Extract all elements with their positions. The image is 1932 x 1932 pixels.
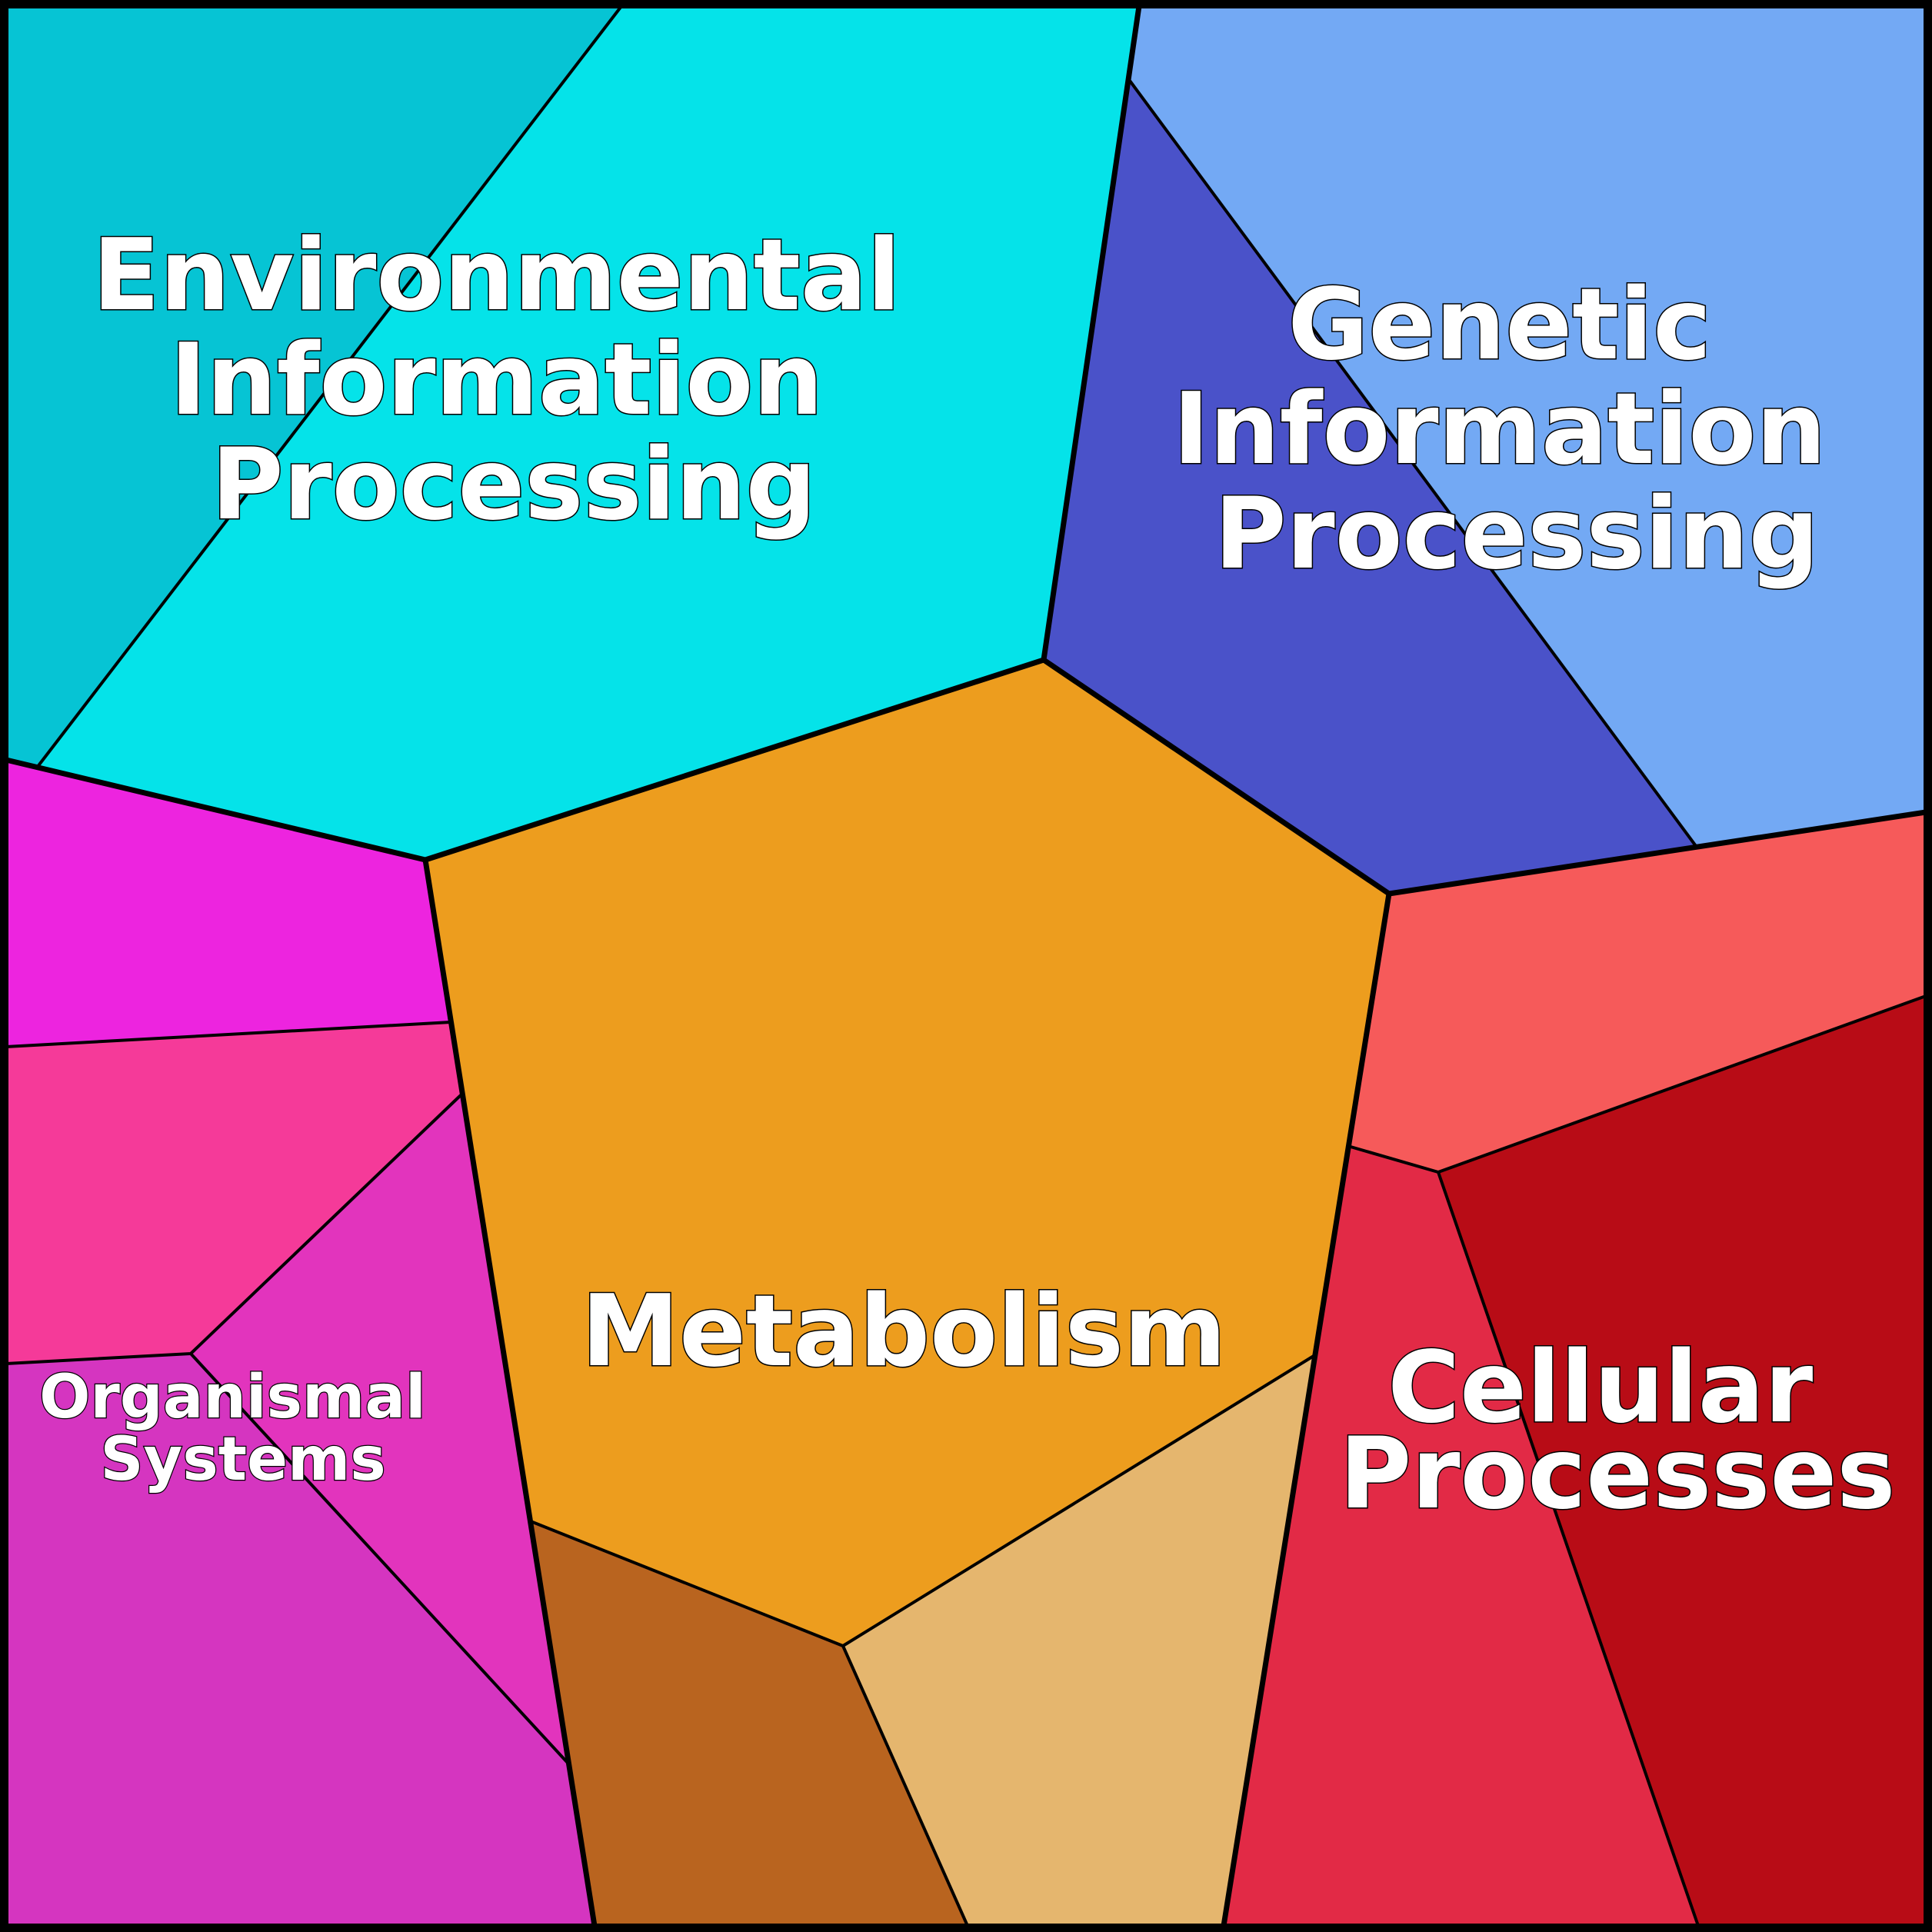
region-environmental-information-processing[interactable] [6, 6, 1139, 860]
label-organismal-systems: Organismal Systems [39, 1363, 447, 1494]
cellular-subcell-3[interactable] [1438, 996, 1926, 1926]
organismal-subcell-3[interactable] [191, 1095, 568, 1763]
organismal-subcell-4[interactable] [6, 1354, 595, 1926]
metabolism-subcell-3[interactable] [843, 1356, 1314, 1926]
region-organismal-systems[interactable] [6, 760, 595, 1926]
organismal-subcell-2[interactable] [6, 1022, 461, 1364]
subcell-borders [5, 5, 1927, 1927]
metabolism-subcell-2[interactable] [531, 1521, 968, 1926]
cellular-subcell-2[interactable] [1224, 1147, 1698, 1926]
organismal-subcell-1[interactable] [6, 760, 451, 1047]
label-metabolism: Metabolism [581, 1274, 1227, 1389]
label-environmental-information-processing: Environmental Information Processing [92, 218, 934, 542]
region-cellular-processes[interactable] [1224, 812, 1926, 1926]
region-metabolism[interactable] [425, 660, 1389, 1926]
label-cellular-processes: Cellular Processes [1340, 1331, 1896, 1531]
environmental-subcell-2[interactable] [37, 6, 1139, 860]
metabolism-subcell-1[interactable] [425, 660, 1389, 1646]
label-genetic-information-processing: Genetic Information Processing [1173, 268, 1860, 591]
cellular-subcell-1[interactable] [1351, 812, 1926, 1172]
environmental-subcell-1[interactable] [6, 6, 621, 768]
genetic-subcell-1[interactable] [1130, 6, 1926, 846]
region-genetic-information-processing[interactable] [1044, 6, 1926, 894]
genetic-subcell-2[interactable] [1044, 81, 1696, 894]
